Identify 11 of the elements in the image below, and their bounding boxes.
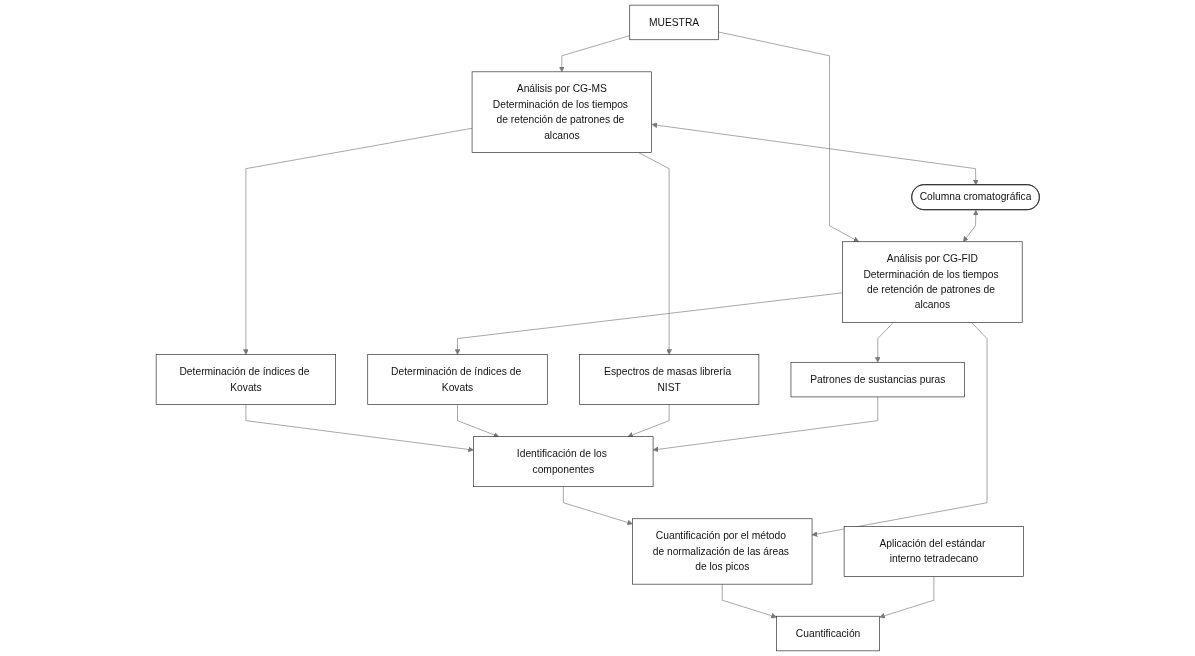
node-box: Determinación de índices de Kovats [367,354,548,405]
node-box: Cuantificación [776,615,880,652]
node-box: Cuantificación por el método de normalización de las áreas de los picos [631,518,813,585]
node-box: Análisis por CG-MS Determinación de los tiempos de retención de patrones de alcanos [471,71,652,153]
node-box: Análisis por CG-FID Determinación de los tiempos de retención de patrones de alcanos [842,241,1023,323]
node-box: MUESTRA [629,4,719,41]
node-box: Determinación de índices de Kovats [155,354,336,405]
node-box: Identificación de los componentes [473,436,654,487]
node-box: Aplicación del estándar interno tetradecano [843,526,1024,577]
node-box: Espectros de masas librería NIST [578,354,759,405]
node-box: Patrones de sustancias puras [790,362,965,398]
